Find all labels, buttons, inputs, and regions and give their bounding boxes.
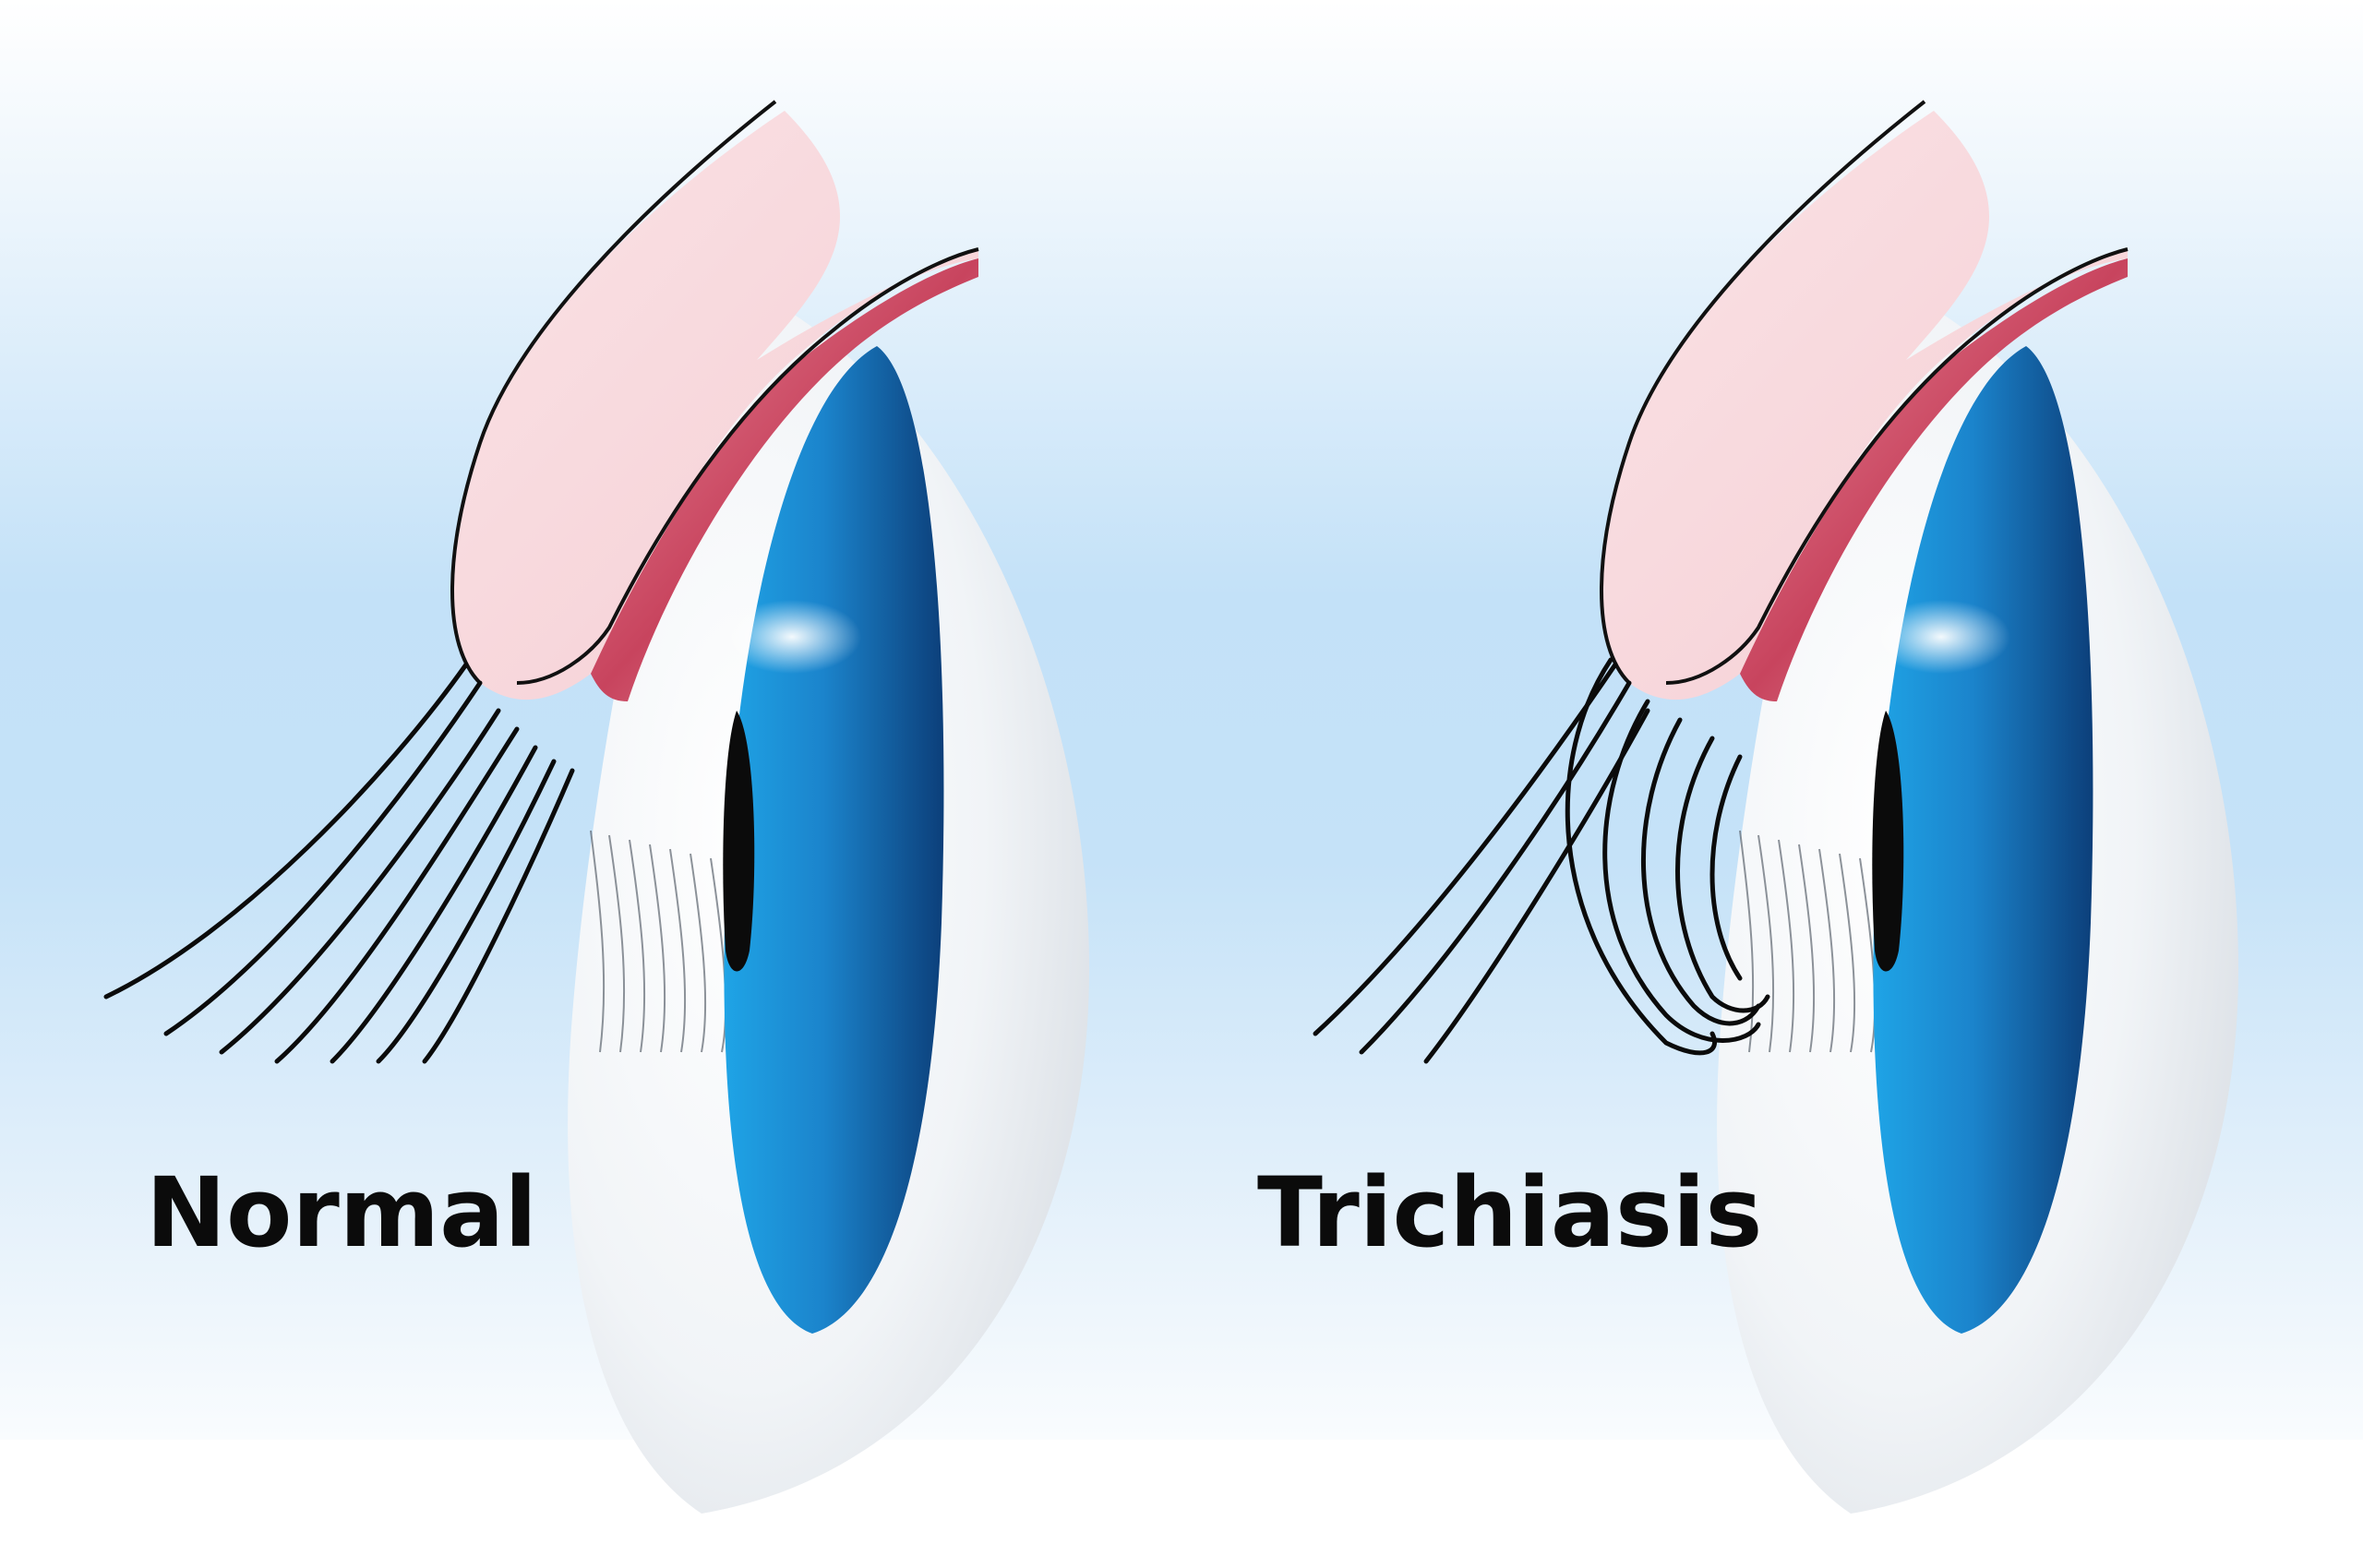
- normal-label: Normal: [146, 1156, 537, 1269]
- bottom-white-band: [0, 1440, 2363, 1568]
- normal-eye: [103, 100, 1091, 1515]
- trichiasis-ingrown-lashes: [1565, 657, 1770, 1056]
- trichiasis-label: Trichiasis: [1257, 1156, 1763, 1269]
- normal-lashes: [103, 662, 575, 1064]
- trichiasis-eye: [1313, 100, 2240, 1515]
